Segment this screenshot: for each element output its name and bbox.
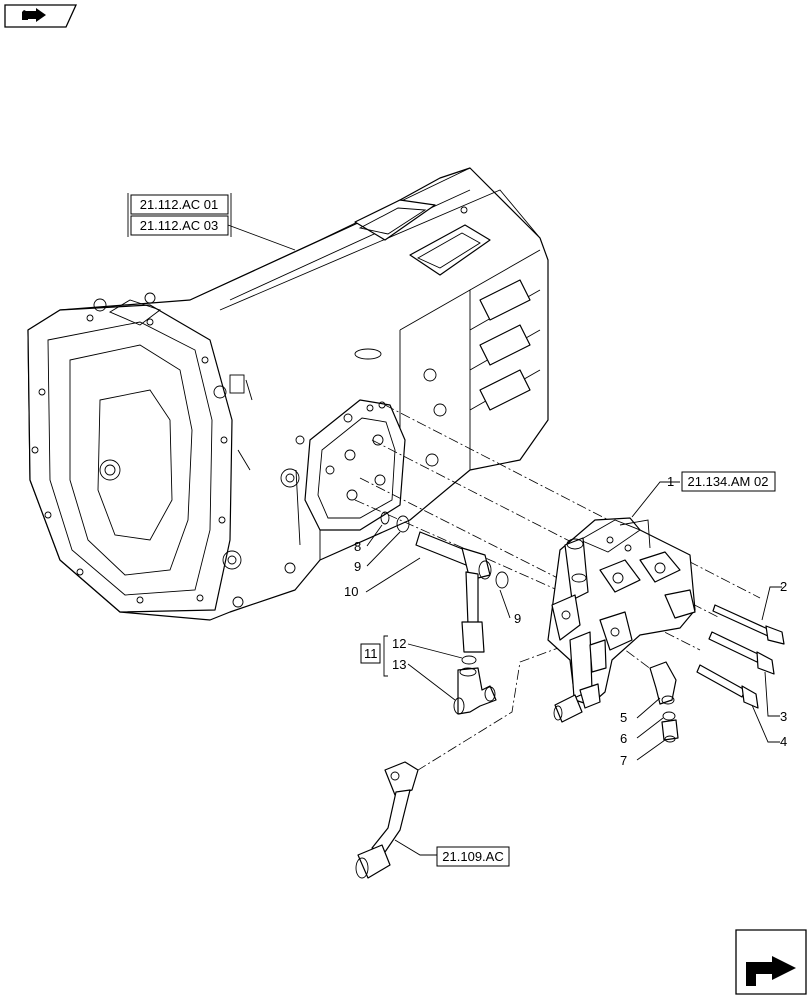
bolt-4 — [696, 664, 759, 709]
callout-13: 13 — [392, 657, 406, 672]
ref-label-pipe: 21.109.AC — [442, 849, 503, 864]
ref-label-housing-2: 21.112.AC 03 — [140, 218, 219, 233]
callout-10: 10 — [344, 584, 358, 599]
washer-6 — [662, 711, 676, 721]
callout-box-11[interactable] — [360, 643, 381, 664]
pipe-10 — [415, 531, 492, 653]
ref-label-housing-1: 21.112.AC 01 — [140, 197, 219, 212]
callout-8: 8 — [354, 539, 361, 554]
control-valve-assembly — [547, 517, 696, 723]
callout-6: 6 — [620, 731, 627, 746]
previous-page-arrow-icon[interactable] — [4, 4, 78, 28]
callout-11: 11 — [364, 646, 378, 661]
callout-5: 5 — [620, 710, 627, 725]
o-ring-9-upper — [396, 515, 410, 533]
callout-12: 12 — [392, 636, 406, 651]
callout-3: 3 — [780, 709, 787, 724]
tee-fitting-13 — [453, 667, 497, 715]
ref-box-valve[interactable]: 21.134.AM 02 — [681, 471, 776, 492]
ref-box-housing-1[interactable]: 21.112.AC 01 — [130, 194, 229, 215]
ref-box-housing-2[interactable]: 21.112.AC 03 — [130, 215, 229, 236]
callout-4: 4 — [780, 734, 787, 749]
transmission-housing — [27, 167, 549, 621]
o-ring-8 — [380, 511, 390, 525]
ref-label-valve: 21.134.AM 02 — [688, 474, 769, 489]
callout-2: 2 — [780, 579, 787, 594]
ref-box-pipe[interactable]: 21.109.AC — [436, 846, 510, 867]
next-page-arrow-icon[interactable] — [735, 929, 807, 995]
callout-9-lower: 9 — [514, 611, 521, 626]
callout-7: 7 — [620, 753, 627, 768]
callout-9-upper: 9 — [354, 559, 361, 574]
elbow-fitting-5 — [649, 661, 677, 705]
bolt-2 — [712, 604, 785, 645]
o-ring-9-lower — [495, 571, 509, 589]
adapter-7 — [661, 719, 679, 743]
leader-lines — [227, 224, 782, 856]
o-ring-12 — [461, 655, 477, 665]
callout-1: 1 — [667, 474, 674, 489]
suction-pipe — [355, 761, 419, 879]
bolt-3 — [708, 631, 775, 675]
